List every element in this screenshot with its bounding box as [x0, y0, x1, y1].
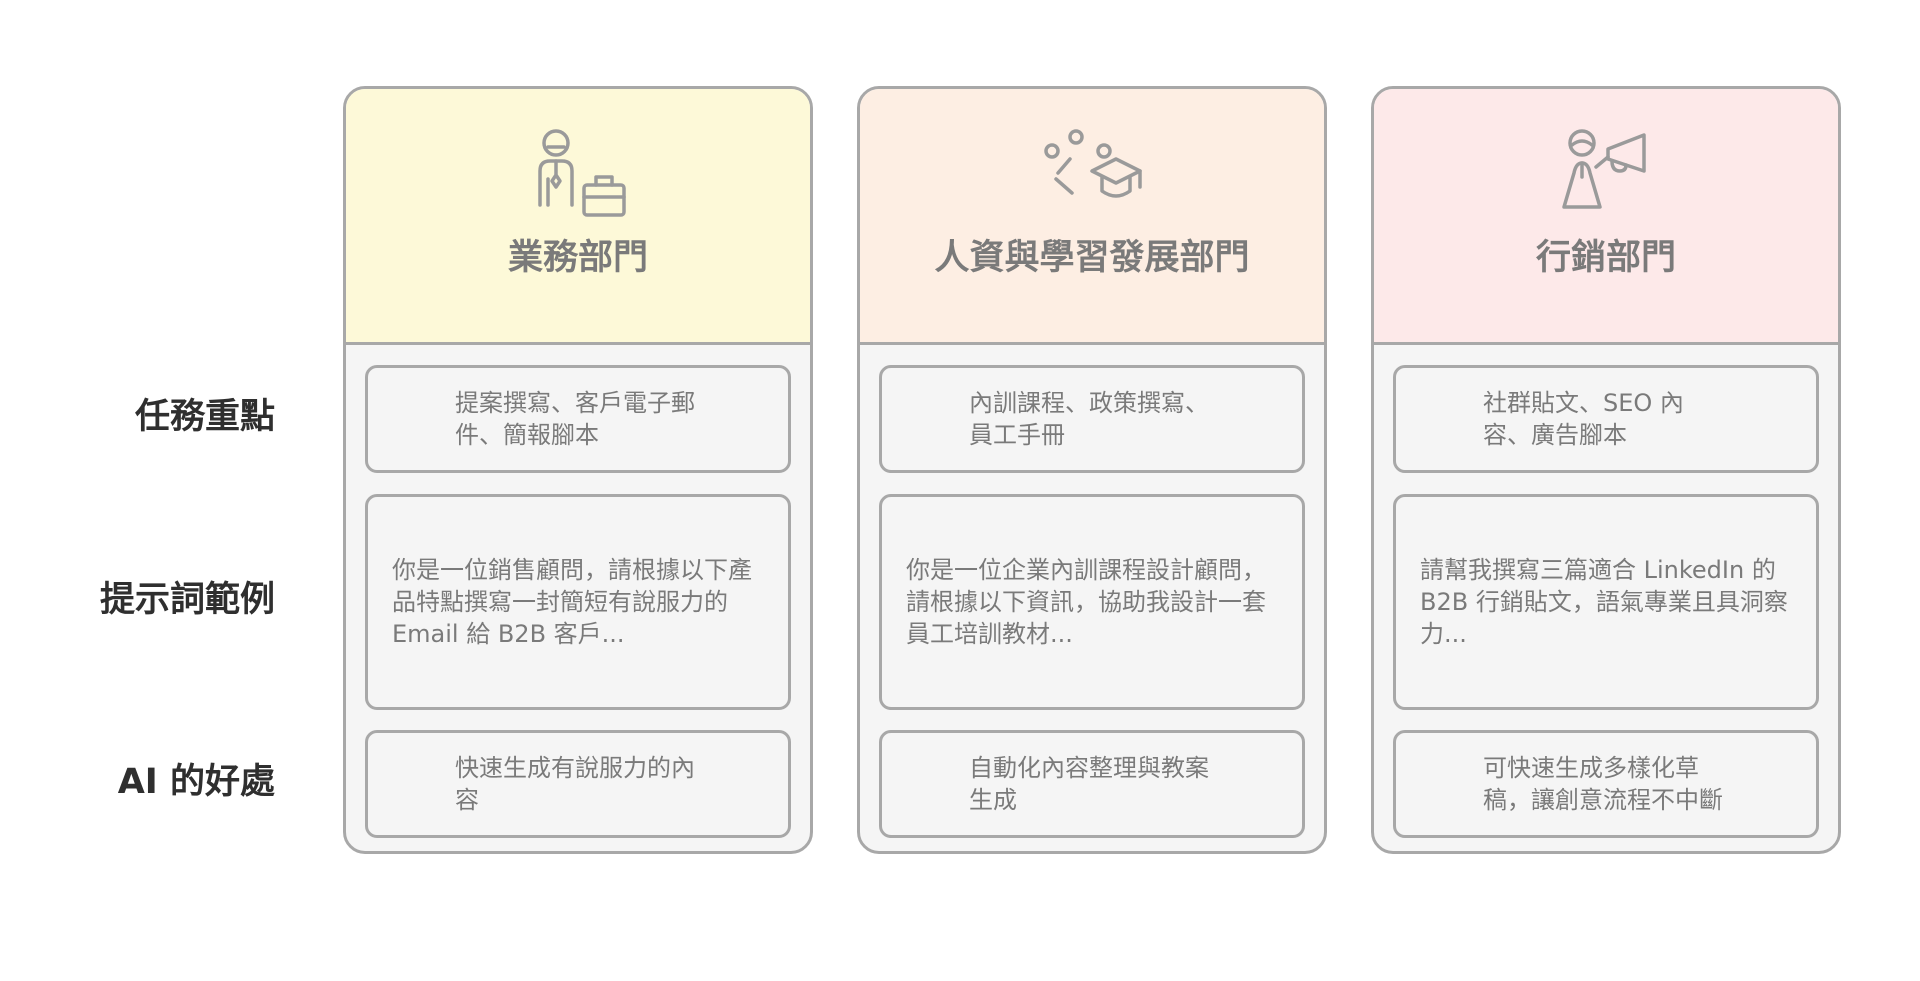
column-title-marketing: 行銷部門 [1535, 238, 1676, 278]
row-label-benefit: AI 的好處 [117, 762, 275, 802]
cell-benefit-hr-text: 自動化內容整理與教案生成 [969, 754, 1209, 814]
cell-focus-marketing-text: 社群貼文、SEO 內容、廣告腳本 [1483, 389, 1684, 449]
learning-graduation-cap-icon [1044, 129, 1142, 198]
column-title-hr: 人資與學習發展部門 [934, 238, 1250, 278]
cell-focus-hr: 內訓課程、政策撰寫、員工手冊 [879, 365, 1305, 473]
cell-prompt-marketing: 請幫我撰寫三篇適合 LinkedIn 的 B2B 行銷貼文，語氣專業且具洞察力.… [1393, 494, 1819, 710]
cell-benefit-marketing-text: 可快速生成多樣化草稿，讓創意流程不中斷 [1483, 754, 1723, 814]
column-sales: 業務部門 提案撰寫、客戶電子郵件、簡報腳本 你是一位銷售顧問，請根據以下產品特點… [343, 86, 813, 854]
column-hr: 人資與學習發展部門 內訓課程、政策撰寫、員工手冊 你是一位企業內訓課程設計顧問，… [857, 86, 1327, 854]
column-header-sales: 業務部門 [346, 89, 810, 345]
salesperson-briefcase-icon [538, 129, 626, 217]
cell-focus-hr-text: 內訓課程、政策撰寫、員工手冊 [969, 389, 1209, 449]
column-title-sales: 業務部門 [507, 238, 648, 278]
cell-focus-marketing: 社群貼文、SEO 內容、廣告腳本 [1393, 365, 1819, 473]
marketer-megaphone-icon [1562, 129, 1646, 209]
cell-prompt-sales-text: 你是一位銷售顧問，請根據以下產品特點撰寫一封簡短有說服力的 Email 給 B2… [392, 556, 752, 648]
cell-benefit-sales-text: 快速生成有說服力的內容 [455, 754, 695, 814]
column-header-hr: 人資與學習發展部門 [860, 89, 1324, 345]
cell-benefit-sales: 快速生成有說服力的內容 [365, 730, 791, 838]
column-marketing: 行銷部門 社群貼文、SEO 內容、廣告腳本 請幫我撰寫三篇適合 LinkedIn… [1371, 86, 1841, 854]
cell-focus-sales-text: 提案撰寫、客戶電子郵件、簡報腳本 [455, 389, 695, 449]
row-label-prompt: 提示詞範例 [99, 580, 275, 620]
cell-focus-sales: 提案撰寫、客戶電子郵件、簡報腳本 [365, 365, 791, 473]
cell-prompt-sales: 你是一位銷售顧問，請根據以下產品特點撰寫一封簡短有說服力的 Email 給 B2… [365, 494, 791, 710]
cell-benefit-marketing: 可快速生成多樣化草稿，讓創意流程不中斷 [1393, 730, 1819, 838]
column-header-marketing: 行銷部門 [1374, 89, 1838, 345]
cell-prompt-hr-text: 你是一位企業內訓課程設計顧問，請根據以下資訊，協助我設計一套員工培訓教材... [906, 556, 1266, 648]
cell-prompt-hr: 你是一位企業內訓課程設計顧問，請根據以下資訊，協助我設計一套員工培訓教材... [879, 494, 1305, 710]
cell-benefit-hr: 自動化內容整理與教案生成 [879, 730, 1305, 838]
cell-prompt-marketing-text: 請幫我撰寫三篇適合 LinkedIn 的 B2B 行銷貼文，語氣專業且具洞察力.… [1420, 556, 1788, 648]
row-label-focus: 任務重點 [134, 397, 275, 437]
